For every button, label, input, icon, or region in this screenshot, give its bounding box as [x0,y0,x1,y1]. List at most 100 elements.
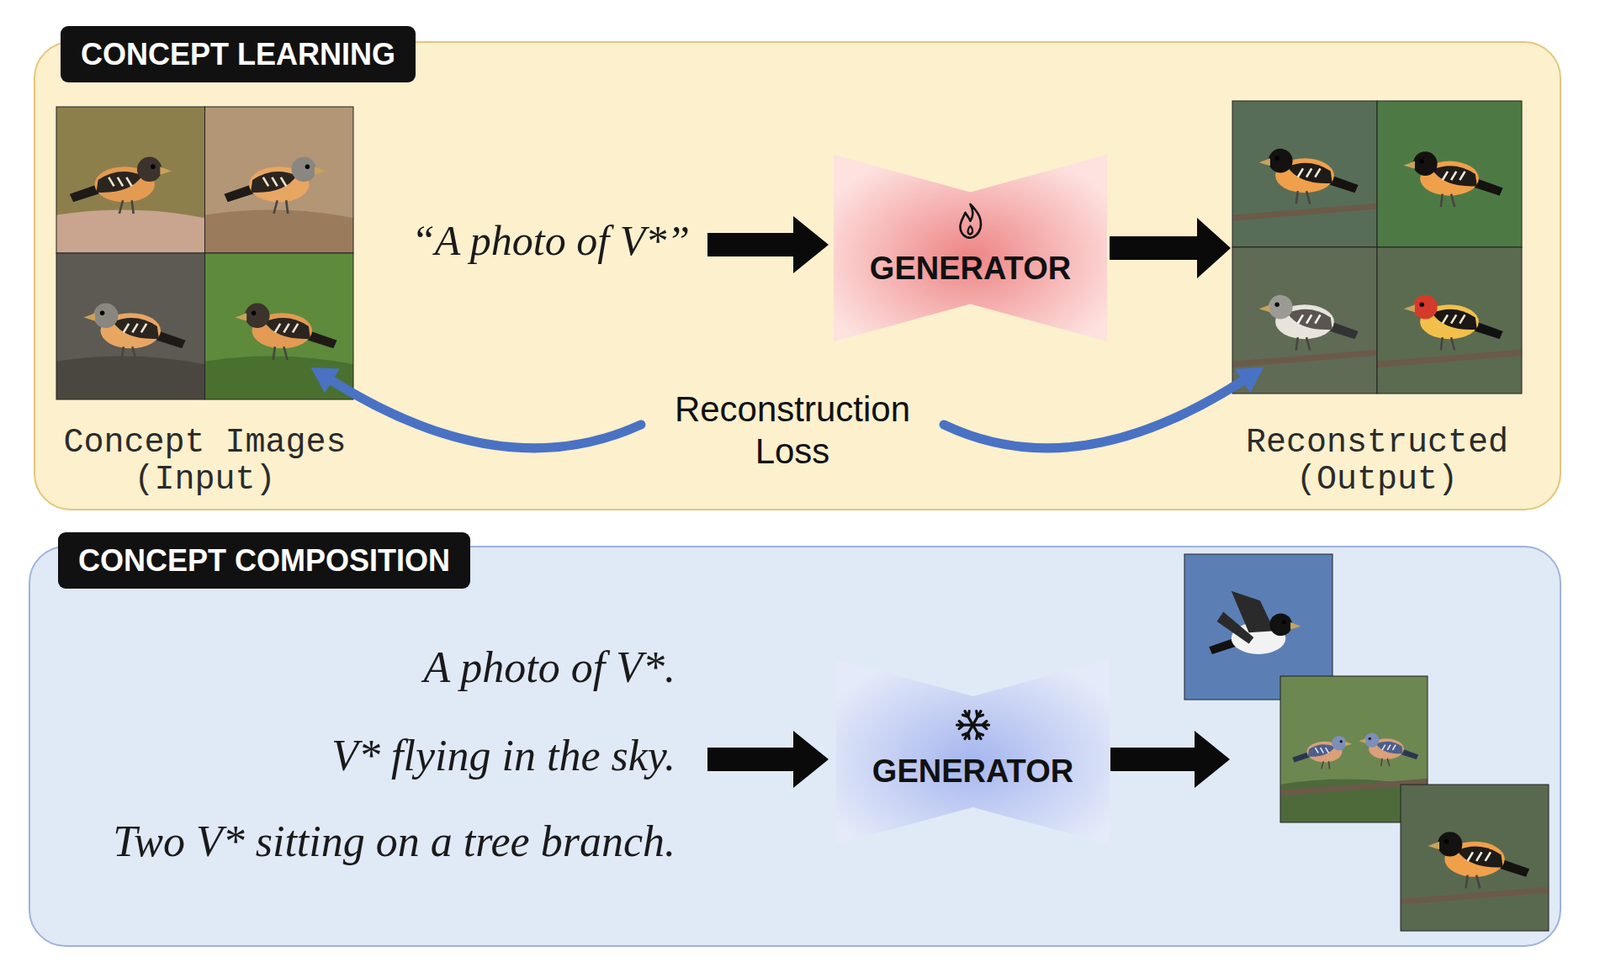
tree-branch [1232,206,1378,218]
bird-figure [1403,295,1504,351]
bird-legs [1441,194,1455,207]
wing-stripe [1459,171,1465,181]
prompt-text: Two V* sitting on a tree branch. [112,815,676,869]
photo [1232,247,1378,394]
bird-beak [159,166,172,175]
prompt-text: V* flying in the sky. [331,730,676,783]
wing-stripe [117,177,123,187]
bird-beak [314,166,327,175]
wing-stripe [271,177,277,187]
bird-figure [1208,591,1301,655]
generator-icon [960,204,982,239]
wing-stripe [132,323,138,334]
wing-stripe [1485,852,1491,862]
photo-ground [1232,247,1378,394]
bird-figure [1403,151,1504,207]
bird-wing [1431,165,1477,186]
panel-heading: CONCEPT COMPOSITION [58,532,471,589]
bird-wing [1287,309,1332,330]
photo-frame [1232,247,1378,394]
bird-body [1368,738,1404,760]
snowflake-icon [973,725,984,739]
bird-wing [95,171,143,193]
fire-icon [968,226,974,235]
wing-stripe [1476,852,1482,862]
photo-frame [1400,784,1549,932]
block-label: GENERATOR [836,753,1110,791]
photo-floor [56,210,206,254]
photo-ground [1280,676,1428,823]
bird-figure [1259,148,1359,205]
image-grid: Reconstructed (Output) [1232,100,1522,394]
bird-tail [1208,637,1240,655]
bird-head [1413,295,1438,320]
bowtie-shape [836,659,1110,845]
bird-head [1331,736,1346,751]
wing-stripe [275,323,281,334]
tree-branch [1232,352,1378,365]
bird-beak [234,312,247,321]
photo-grid [56,106,354,400]
bird-wing [1287,163,1332,184]
photo-ground [205,106,355,254]
bird-beak [1345,741,1352,748]
wing-stripe [283,323,289,334]
photo [1184,554,1333,700]
flow-arrow [1109,236,1198,260]
block-label: GENERATOR [833,250,1108,288]
panel-tab: CONCEPT COMPOSITION [58,532,471,589]
bird-beak [1259,158,1271,166]
wing-stripe [1451,314,1457,324]
bird-eye [1419,301,1424,307]
bird-beak [1358,738,1366,744]
photo-ground [1184,554,1333,700]
bird-wing [112,317,159,340]
bird-wing [1308,744,1336,758]
photo-frame [56,253,206,400]
wing-stripe [1298,314,1304,324]
wing-stripe [1451,171,1457,181]
bird-figure [69,157,172,214]
bowtie-outline [833,154,1108,342]
image-grid: Concept Images (Input) [56,106,354,400]
generator-block: GENERATOR [836,659,1110,845]
bird-legs [273,346,288,361]
bird-eye [305,164,310,169]
bird-beak [1403,161,1415,170]
bird-eye [150,164,155,169]
bird-figure [1292,736,1352,769]
bird-eye [1444,839,1449,844]
bird-legs [121,346,137,361]
panel-tab: CONCEPT LEARNING [60,26,416,83]
photo [1377,247,1522,394]
photo-ground [1377,247,1522,394]
bird-head [1413,151,1438,176]
bird-head [1437,831,1463,857]
photo-floor [205,210,355,254]
snowflake-icon [962,711,973,726]
bowtie-shape [833,154,1108,342]
label-holder: Two V* sitting on a tree branch. [112,815,676,869]
bird-beak [1403,304,1415,313]
caption-holder: Reconstructed (Output) [1221,424,1533,499]
wing-stripe [280,177,287,187]
photo-ground [205,253,355,400]
bird-wing [264,317,311,340]
bird-eye [1340,740,1343,743]
label-holder: V* flying in the sky. [331,730,676,783]
photo-frame [1377,100,1522,248]
bird-legs [1296,337,1310,350]
bird-legs [1321,761,1330,769]
bird-head [137,157,162,182]
input-arrow [707,731,829,789]
bird-eye [1282,619,1287,625]
bird-head [244,303,270,329]
stage-panel: GENERATORCONCEPT COMPOSITION [28,545,1562,948]
prompt-text: “A photo of V*” [411,215,690,266]
photo [205,253,355,400]
caption-holder: Concept Images (Input) [49,424,361,499]
output-images [1184,554,1549,932]
prompt-text: A photo of V*. [423,641,676,695]
bird-beak [83,312,96,321]
